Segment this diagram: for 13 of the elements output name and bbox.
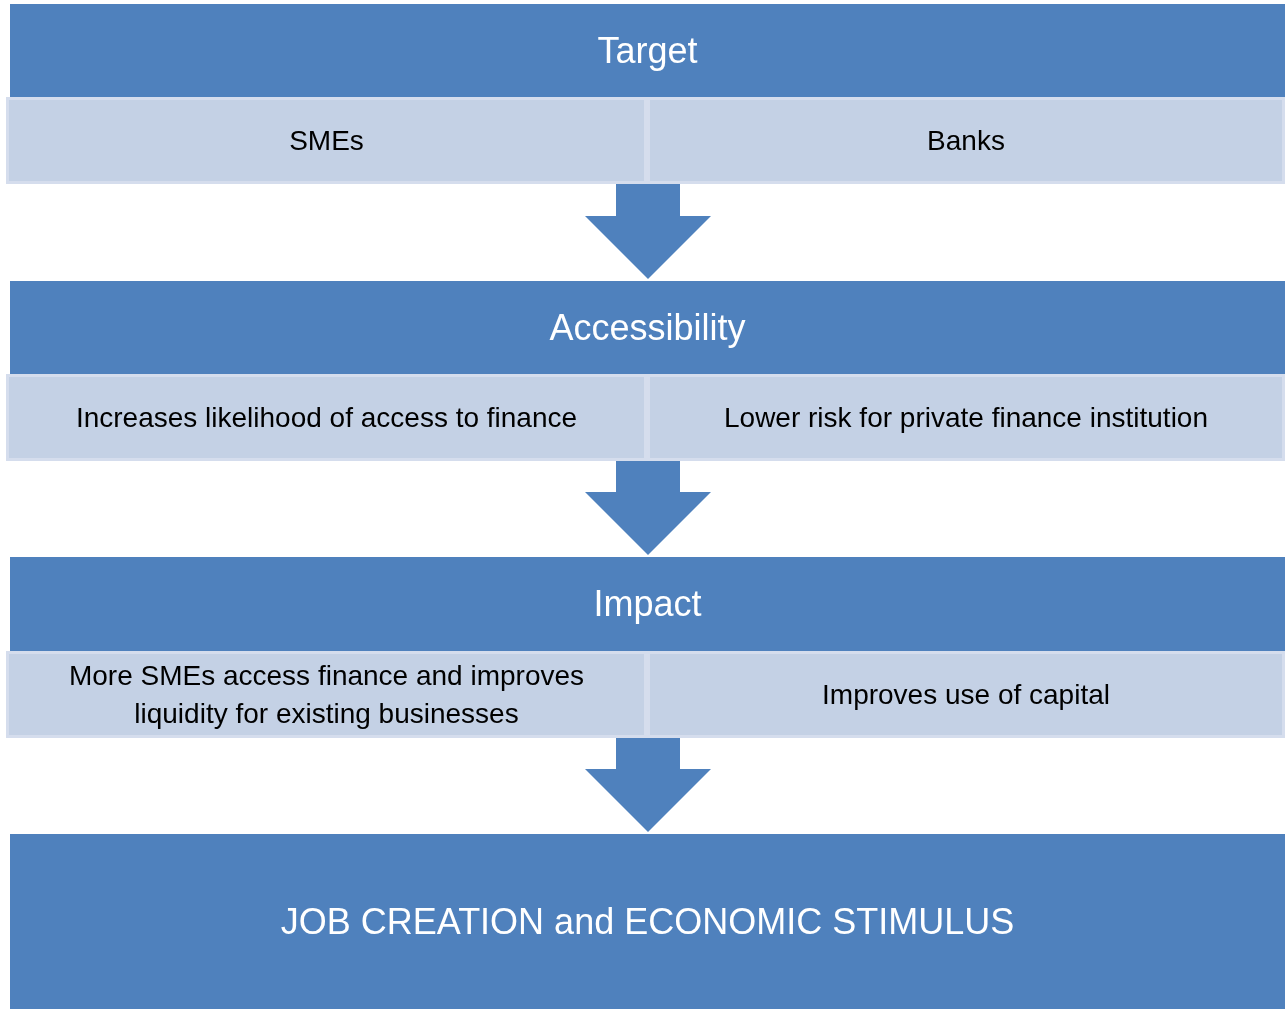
sub-box: SMEs: [6, 97, 647, 184]
sub-box: Increases likelihood of access to finance: [6, 374, 647, 461]
sub-box: Banks: [647, 97, 1285, 184]
sub-box: Lower risk for private finance institution: [647, 374, 1285, 461]
block-arrow: [585, 738, 711, 832]
sub-box: Improves use of capital: [647, 651, 1285, 738]
stage-heading: Accessibility: [549, 305, 746, 350]
block-arrow: [585, 461, 711, 555]
sub-box: More SMEs access finance and improves liquidity for existing businesses: [6, 651, 647, 738]
outcome-box: JOB CREATION and ECONOMIC STIMULUS: [10, 834, 1285, 1009]
block-arrow: [585, 184, 711, 279]
stage-heading: Impact: [593, 581, 702, 626]
stage-heading: Target: [597, 28, 698, 73]
